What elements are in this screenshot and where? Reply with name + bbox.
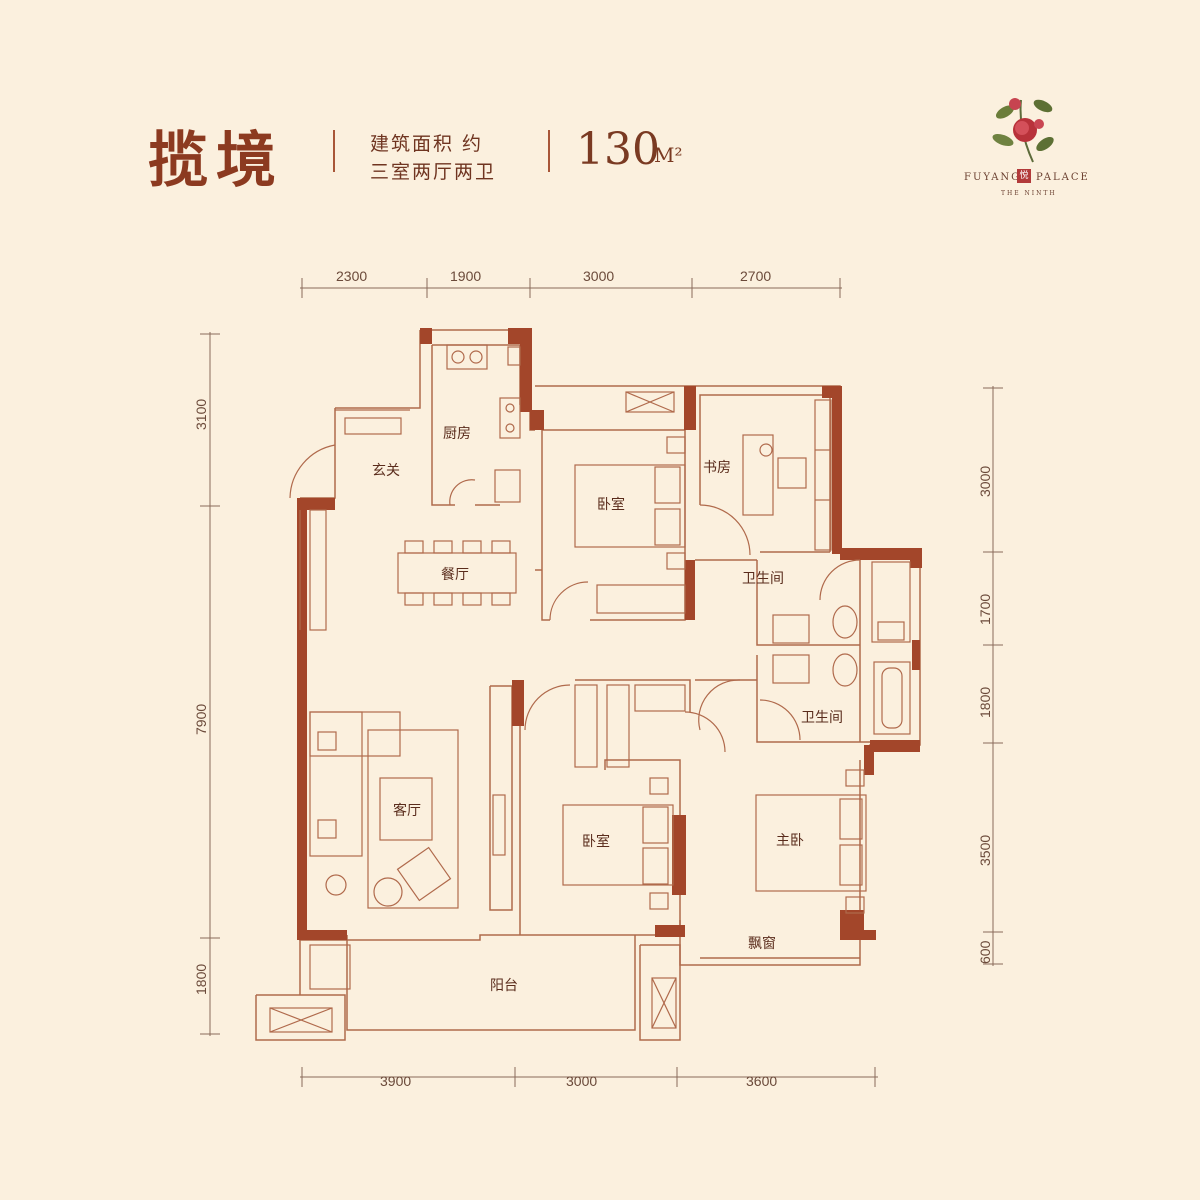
room-bath-2: 卫生间: [801, 710, 843, 726]
thick-walls: [297, 328, 922, 940]
area-divider: [548, 130, 550, 172]
brand-right: PALACE: [1036, 172, 1090, 183]
dim-bottom-2: 3000: [566, 1073, 597, 1089]
plan-title: 揽境: [148, 126, 284, 196]
title-divider: [333, 130, 335, 172]
dimension-lines: [200, 278, 1003, 1087]
room-master: 主卧: [776, 833, 804, 849]
room-study: 书房: [703, 460, 731, 476]
dim-right-5: 600: [977, 940, 993, 964]
room-dining: 餐厅: [441, 567, 469, 583]
room-bay-window: 飘窗: [748, 935, 776, 952]
room-living: 客厅: [393, 802, 421, 819]
dim-right-4: 3500: [977, 835, 993, 866]
dim-top-3: 3000: [583, 268, 614, 284]
room-entry: 玄关: [372, 462, 400, 479]
brand-left: FUYANG: [964, 172, 1022, 183]
dim-right-1: 3000: [977, 466, 993, 497]
dim-left-1: 3100: [193, 399, 209, 430]
area-unit: M²: [654, 143, 683, 167]
dim-top-2: 1900: [450, 268, 481, 284]
brand-seal: 悦: [1017, 169, 1031, 183]
room-kitchen: 厨房: [443, 426, 471, 442]
dim-top-1: 2300: [336, 268, 367, 284]
area-value: 130: [576, 124, 660, 175]
room-bath-1: 卫生间: [742, 571, 784, 587]
dim-bottom-1: 3900: [380, 1073, 411, 1089]
dim-top-4: 2700: [740, 268, 771, 284]
dim-right-2: 1700: [977, 594, 993, 625]
dim-bottom-3: 3600: [746, 1073, 777, 1089]
brand-sub: THE NINTH: [1001, 190, 1057, 197]
dim-left-2: 7900: [193, 704, 209, 735]
layout-label: 三室两厅两卫: [370, 161, 497, 183]
room-balcony: 阳台: [490, 978, 518, 994]
furniture: [269, 344, 911, 1033]
room-bedroom-south: 卧室: [582, 833, 610, 850]
area-label: 建筑面积 约: [370, 133, 484, 155]
dim-right-3: 1800: [977, 687, 993, 718]
room-bedroom-north: 卧室: [597, 496, 625, 513]
dim-left-3: 1800: [193, 964, 209, 995]
